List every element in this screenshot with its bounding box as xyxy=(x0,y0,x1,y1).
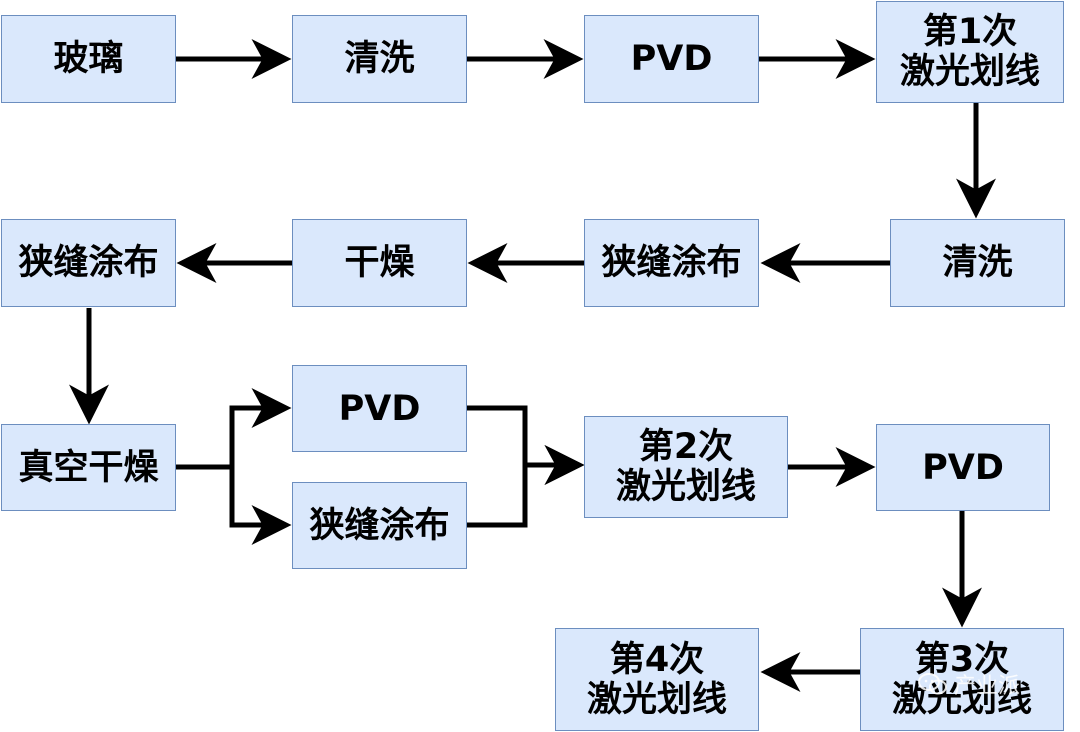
node-vacuum-dry: 真空干燥 xyxy=(1,424,176,511)
node-slot-coat-2: 狭缝涂布 xyxy=(1,219,176,307)
watermark-text: 产业派 xyxy=(954,674,1021,699)
node-laser-2: 第2次 激光划线 xyxy=(584,416,788,518)
node-clean-2: 清洗 xyxy=(890,219,1065,307)
watermark: 产业派 xyxy=(918,668,1020,700)
arrow-vacuum-to-coat3 xyxy=(176,464,292,545)
node-pvd-3: PVD xyxy=(876,424,1050,511)
arrow-coat3-to-laser2 xyxy=(467,445,585,528)
node-clean-1: 清洗 xyxy=(292,15,467,103)
node-pvd-2: PVD xyxy=(292,365,467,452)
node-pvd-1: PVD xyxy=(584,15,759,103)
node-laser-3: 第3次 激光划线 xyxy=(860,628,1064,731)
node-glass: 玻璃 xyxy=(1,15,176,103)
arrow-pvd2-to-laser2 xyxy=(467,405,585,485)
wechat-icon xyxy=(918,673,947,695)
arrow-vacuum-to-pvd2 xyxy=(176,388,292,470)
node-dry-1: 干燥 xyxy=(292,219,467,307)
node-laser-1: 第1次 激光划线 xyxy=(876,1,1064,103)
node-slot-coat-1: 狭缝涂布 xyxy=(584,219,759,307)
node-slot-coat-3: 狭缝涂布 xyxy=(292,482,467,569)
node-laser-4: 第4次 激光划线 xyxy=(555,628,759,731)
